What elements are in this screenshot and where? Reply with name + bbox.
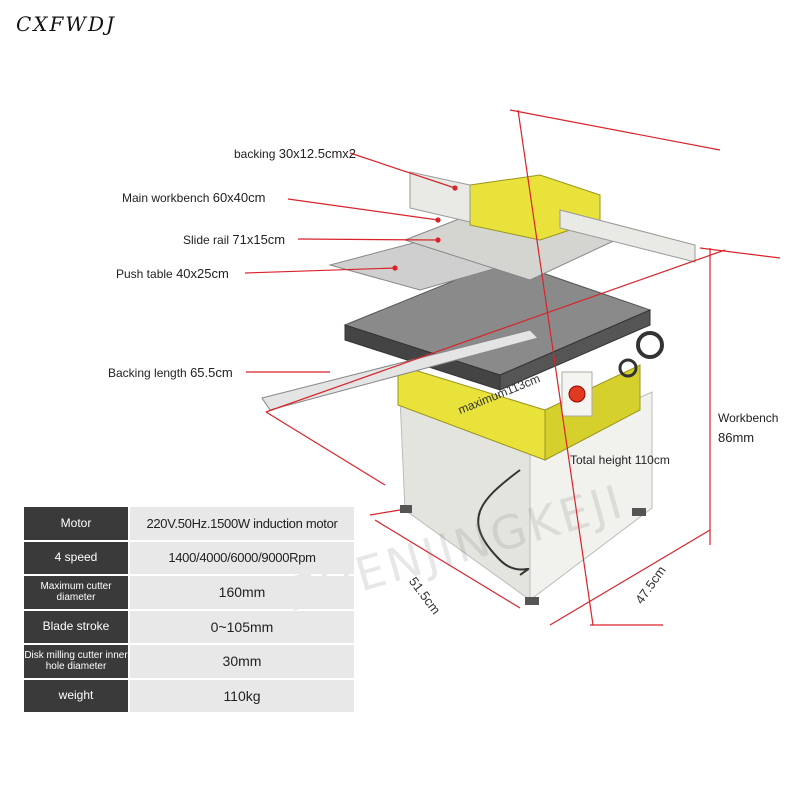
slide-rail [261,329,539,411]
spec-value: 160mm [130,576,354,609]
label-main-workbench-value: 60x40cm [212,190,266,205]
backing-fence-right [559,209,696,263]
spec-key: Blade stroke [24,610,128,643]
label-backing-length-name: Backing length [108,366,187,380]
label-backing: backing 30x12.5cmx2 [234,146,356,161]
spec-key: Disk milling cutter inner hole diameter [24,645,128,678]
label-backing-name: backing [234,147,276,161]
spec-row-cutter-diameter: Maximum cutter diameter 160mm [24,576,354,609]
spec-key: weight [24,679,128,712]
backing-fence-left [409,171,471,223]
side-handwheel-icon [618,358,638,378]
foot [525,597,539,605]
spec-value: 220V.50Hz.1500W induction motor [130,507,354,540]
spec-row-motor: Motor 220V.50Hz.1500W induction motor [24,507,354,540]
label-slide-rail: Slide rail 71x15cm [183,232,285,247]
label-push-table-name: Push table [116,267,173,281]
leader-lines [244,109,781,626]
foot [632,508,646,516]
spec-key: Maximum cutter diameter [24,576,128,609]
spec-row-blade-stroke: Blade stroke 0~105mm [24,610,354,643]
stop-button-icon [568,385,586,403]
main-table-edge-right [499,309,651,391]
label-backing-length: Backing length 65.5cm [108,365,233,380]
spec-table: Motor 220V.50Hz.1500W induction motor 4 … [24,507,354,714]
label-workbench: Workbench 86mm [718,408,778,448]
label-slide-rail-name: Slide rail [183,233,230,247]
power-cord [477,469,530,576]
label-backing-value: 30x12.5cmx2 [278,146,357,161]
spec-row-hole-diameter: Disk milling cutter inner hole diameter … [24,645,354,678]
label-push-table-value: 40x25cm [176,266,229,281]
spec-value: 1400/4000/6000/9000Rpm [130,541,354,574]
spec-key: 4 speed [24,541,128,574]
spec-key: Motor [24,507,128,540]
spec-value: 110kg [130,679,354,712]
label-total-height: Total height 110cm [570,453,670,467]
label-push-table: Push table 40x25cm [116,266,229,281]
spec-value: 0~105mm [130,610,354,643]
spec-value: 30mm [130,645,354,678]
label-workbench-name: Workbench [718,411,779,425]
label-main-workbench-name: Main workbench [122,191,210,205]
label-workbench-value: 86mm [718,430,755,445]
foot [400,505,412,513]
spec-row-weight: weight 110kg [24,679,354,712]
label-main-workbench: Main workbench 60x40cm [122,190,265,205]
handwheel-icon [636,331,664,359]
spec-row-speed: 4 speed 1400/4000/6000/9000Rpm [24,541,354,574]
label-slide-rail-value: 71x15cm [232,232,286,247]
brand-logo: CXFWDJ [16,12,117,36]
label-backing-length-value: 65.5cm [190,365,233,380]
